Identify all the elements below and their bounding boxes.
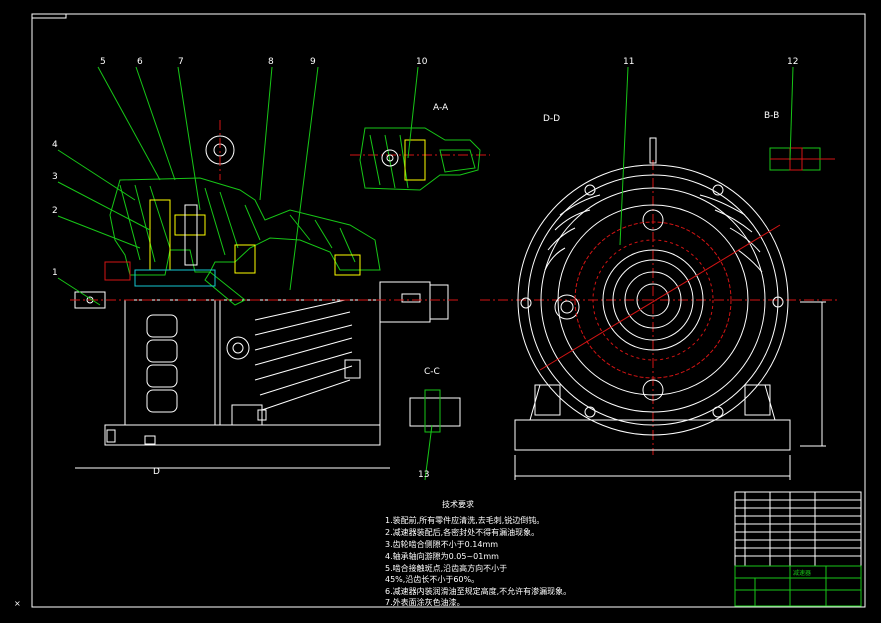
drawing-border (31, 13, 866, 608)
section-cc-view (409, 389, 461, 433)
part-label-8: 8 (268, 57, 274, 67)
title-block (734, 565, 862, 607)
section-label-cc: C-C (424, 367, 440, 377)
main-section-view (74, 135, 449, 469)
view-marker-d: D (153, 467, 160, 477)
section-dd-view (514, 137, 791, 451)
part-label-12: 12 (787, 57, 798, 67)
note-line-8: 7.外表面涂灰色油漆。 (385, 597, 465, 607)
part-label-11: 11 (623, 57, 634, 67)
section-bb-view (769, 147, 835, 171)
note-line-7: 6.减速器内装润滑油至规定高度,不允许有渗漏现象。 (385, 586, 571, 596)
center-lines (70, 120, 840, 455)
parts-list (734, 491, 862, 567)
ucs-icon: ⨯ (14, 599, 21, 608)
part-label-5: 5 (100, 57, 106, 67)
note-line-4: 4.轴承轴向游隙为0.05~01mm (385, 551, 499, 561)
note-line-6: 45%,沿齿长不小于60%。 (385, 574, 479, 584)
top-left-box (31, 13, 67, 19)
section-label-bb: B-B (764, 111, 779, 121)
technical-notes: 技术要求 1.装配前,所有零件应清洗,去毛刺,锐边倒钝。 2.减速器装配后,各密… (385, 499, 571, 607)
section-aa-view (359, 127, 481, 191)
note-line-1: 1.装配前,所有零件应清洗,去毛刺,锐边倒钝。 (385, 515, 544, 525)
note-line-5: 5.啮合接触斑点,沿齿高方向不小于 (385, 563, 507, 573)
section-label-aa: A-A (433, 103, 449, 113)
part-label-13: 13 (418, 470, 429, 480)
notes-title: 技术要求 (442, 499, 474, 509)
part-label-1: 1 (52, 268, 58, 278)
gear-parts (104, 199, 361, 287)
note-line-3: 3.齿轮啮合侧隙不小于0.14mm (385, 539, 498, 549)
dd-fins (544, 194, 763, 273)
part-label-2: 2 (52, 206, 58, 216)
title-block-part-name: 减速器 (793, 569, 811, 577)
dimension-lines (514, 301, 826, 480)
section-label-dd: D-D (543, 114, 560, 124)
part-label-4: 4 (52, 140, 58, 150)
gear-housing-section (109, 177, 381, 306)
part-label-10: 10 (416, 57, 428, 67)
part-label-6: 6 (137, 57, 143, 67)
leader-lines (57, 66, 794, 481)
note-line-2: 2.减速器装配后,各密封处不得有漏油现象。 (385, 527, 539, 537)
part-label-7: 7 (178, 57, 184, 67)
dd-red-lines (539, 221, 781, 379)
part-label-3: 3 (52, 172, 58, 182)
part-label-9: 9 (310, 57, 316, 67)
